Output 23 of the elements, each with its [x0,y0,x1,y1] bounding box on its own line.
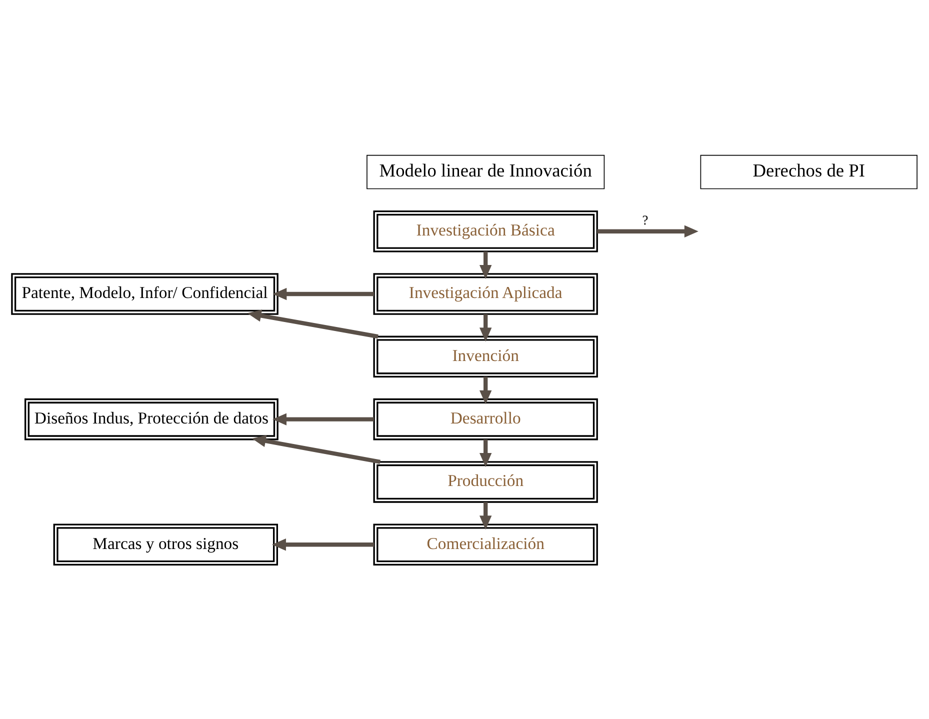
arrow [272,538,374,550]
arrow [479,376,492,404]
node-box: Investigación Aplicada [373,272,598,314]
arrow [597,224,698,237]
arrow [479,438,492,466]
node-box: Diseños Indus, Protección de datos [24,398,278,440]
node-box: Investigación Básica [373,210,598,252]
arrow [252,434,380,464]
arrow [272,287,374,300]
arrow [479,251,492,278]
label: Derechos de PI [752,160,865,180]
arrow [247,309,378,338]
label: Modelo linear de Innovación [379,160,592,180]
node-box: Marcas y otros signos [53,523,278,565]
node-box: Producción [373,460,598,502]
arrow [272,412,374,425]
arrow [479,314,492,342]
node-box: Patente, Modelo, Infor/ Confidencial [11,272,278,314]
edge-label: ? [642,212,648,228]
node-box: Invención [373,335,598,378]
node-box: Desarrollo [373,398,598,440]
arrow [479,502,492,530]
node-box: Comercialización [373,523,598,565]
